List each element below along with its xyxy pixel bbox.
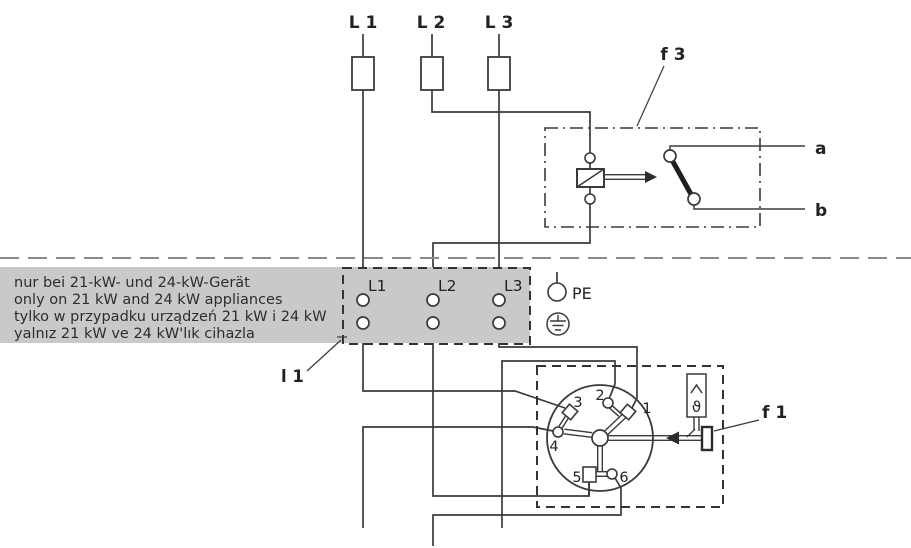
phase-labels: L 1 L 2 L 3 xyxy=(349,13,514,33)
note-line-de: nur bei 21-kW- und 24-kW-Gerät xyxy=(14,275,250,291)
note-box-background xyxy=(0,267,530,343)
terminal-contacts xyxy=(356,293,506,330)
terminal-l3-upper xyxy=(492,293,506,307)
fuse-l1-icon xyxy=(351,56,375,91)
wire-l2 xyxy=(431,34,591,497)
terminal-number-6: 6 xyxy=(619,470,628,486)
terminal-l1-upper xyxy=(356,293,370,307)
contact-a-terminal xyxy=(663,149,677,163)
wire-l3 xyxy=(498,34,638,409)
over-temperature-chevron-icon xyxy=(690,383,703,394)
note-line-tr: yalnız 21 kW ve 24 kW'lık cihazla xyxy=(14,326,255,342)
relay-f3: f 3 a b xyxy=(544,45,827,228)
limiter-hub xyxy=(591,429,609,447)
contact-5-pad xyxy=(582,466,597,483)
limiter-f1-label: f 1 xyxy=(762,403,787,423)
relay-f3-leader-line xyxy=(636,65,665,127)
theta-symbol: ϑ xyxy=(692,398,701,416)
wire-contact-a xyxy=(669,145,805,150)
pe-terminal xyxy=(547,282,567,302)
limiter-f1: 1 2 3 4 5 6 ϑ f 1 xyxy=(536,365,787,508)
terminal-l1-lower xyxy=(356,316,370,330)
contact-blade xyxy=(669,158,695,198)
note-box: nur bei 21-kW- und 24-kW-Gerät only on 2… xyxy=(0,267,530,343)
earth-icon xyxy=(546,312,570,336)
terminal-2-contact xyxy=(602,397,614,409)
pe-label: PE xyxy=(572,284,592,303)
terminal-l2-upper xyxy=(426,293,440,307)
terminal-label-l2: L2 xyxy=(438,277,457,295)
terminal-number-2: 2 xyxy=(595,388,604,404)
wire-terminal6-out xyxy=(432,477,622,546)
terminal-label-l1: L1 xyxy=(368,277,387,295)
contact-3-pad xyxy=(561,403,579,421)
fuse-l2-icon xyxy=(420,56,444,91)
limiter-body xyxy=(546,384,654,492)
coil-terminal-bottom xyxy=(584,193,596,205)
phase-label-l1: L 1 xyxy=(349,13,378,33)
terminal-block-l1: L1 L2 L3 l 1 PE xyxy=(281,267,592,386)
contact-b-label: b xyxy=(815,201,827,221)
terminal-label-l3: L3 xyxy=(504,277,523,295)
terminal-block-leader-line xyxy=(306,339,342,372)
terminal-number-4: 4 xyxy=(549,439,558,455)
wires xyxy=(362,34,638,546)
relay-coil-diagonal xyxy=(576,168,605,188)
thermal-sensor: ϑ xyxy=(686,373,707,438)
limiter-spokes xyxy=(557,405,703,477)
phase-label-l2: L 2 xyxy=(417,13,446,33)
contact-1-pad xyxy=(619,403,637,421)
relay-actuator-link xyxy=(604,173,646,181)
wire-contact-b xyxy=(693,205,805,210)
terminal-block-label: l 1 xyxy=(281,367,304,386)
contact-b-terminal xyxy=(687,192,701,206)
relay-actuator-arrow-icon xyxy=(645,171,657,183)
terminal-l2-lower xyxy=(426,316,440,330)
limiter-boundary xyxy=(536,365,724,508)
note-line-en: only on 21 kW and 24 kW appliances xyxy=(14,292,283,308)
limiter-f1-leader-line xyxy=(713,419,760,432)
relay-f3-boundary xyxy=(544,127,761,228)
wire-l1 xyxy=(362,34,566,409)
contact-a-label: a xyxy=(815,139,826,159)
coil-terminal-top xyxy=(584,152,596,164)
relay-f3-label: f 3 xyxy=(660,45,685,65)
phase-label-l3: L 3 xyxy=(485,13,514,33)
limiter-reset-pad xyxy=(700,425,714,452)
limiter-actuator-arrow-icon xyxy=(666,431,679,445)
terminal-number-1: 1 xyxy=(642,401,651,417)
terminal-block-boundary xyxy=(342,267,531,345)
thermal-sensor-box xyxy=(686,373,707,418)
note-line-pl: tylko w przypadku urządzeń 21 kW i 24 kW xyxy=(14,309,327,325)
terminal-l3-lower xyxy=(492,316,506,330)
terminal-4-contact xyxy=(552,426,564,438)
terminal-number-3: 3 xyxy=(573,395,582,411)
terminal-number-5: 5 xyxy=(572,470,581,486)
terminal-6-contact xyxy=(606,468,618,480)
wire-terminal4-out xyxy=(362,426,554,528)
sensor-tick xyxy=(686,428,696,438)
fuses xyxy=(351,56,511,91)
wire-terminal2-out xyxy=(501,360,616,528)
fuse-l3-icon xyxy=(487,56,511,91)
